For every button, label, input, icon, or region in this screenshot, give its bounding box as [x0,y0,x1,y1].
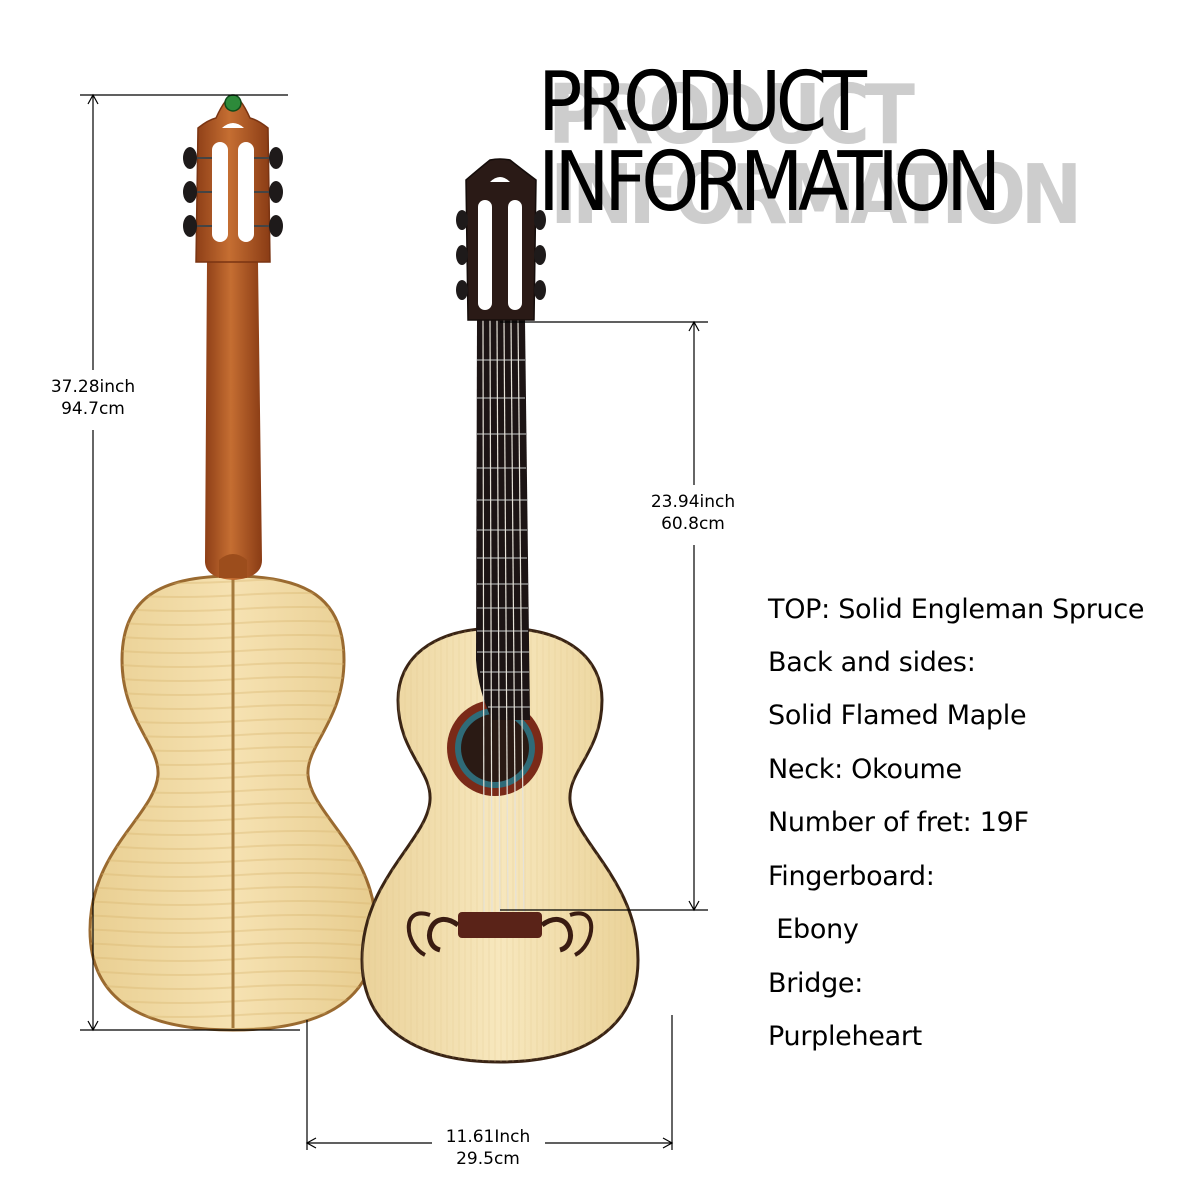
spec-top: TOP: Solid Engleman Spruce [768,594,1145,625]
bridge [458,912,542,938]
front-headstock [465,158,537,321]
green-clover-icon [224,94,242,112]
back-headstock [195,95,271,263]
guitar-front-view [360,158,640,1064]
scale-length-cm: 60.8cm [661,514,725,534]
spec-back-sides-value: Solid Flamed Maple [768,700,1027,731]
title-line2: INFORMATION [538,135,1001,230]
dimension-lines [80,93,708,1150]
body-width-inch: 11.61Inch [445,1127,531,1147]
spec-back-sides-label: Back and sides: [768,647,976,678]
total-length-label: 37.28inch 94.7cm [40,376,146,420]
title-line1: PRODUCT [538,55,867,150]
spec-neck: Neck: Okoume [768,754,962,785]
body-width-label: 11.61Inch 29.5cm [433,1126,543,1170]
fingerboard [476,320,530,720]
spec-bridge-label: Bridge: [768,968,864,999]
back-neck [204,262,262,580]
spec-frets: Number of fret: 19F [768,807,1029,838]
total-length-inch: 37.28inch [50,377,136,397]
spec-fingerboard-value: Ebony [768,914,859,945]
spec-fingerboard-label: Fingerboard: [768,861,935,892]
title-shadow-line1: PRODUCT [548,68,915,163]
scale-length-inch: 23.94inch [650,492,736,512]
body-width-cm: 29.5cm [456,1149,520,1169]
scale-length-label: 23.94inch 60.8cm [640,491,746,535]
title-shadow-line2: INFORMATION [550,148,1082,243]
total-length-cm: 94.7cm [61,399,125,419]
guitar-back-view [88,94,378,1032]
spec-bridge-value: Purpleheart [768,1021,922,1052]
